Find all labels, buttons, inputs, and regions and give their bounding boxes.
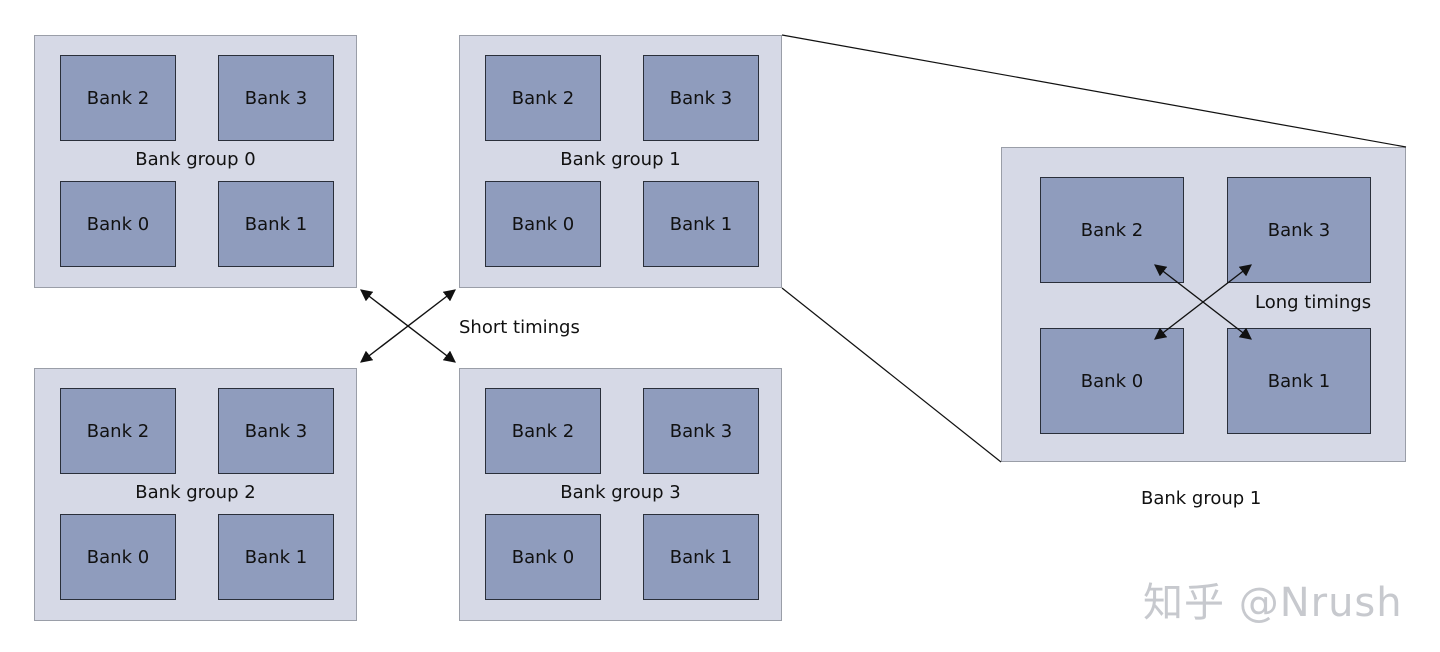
bank-0: Bank 0 (485, 181, 601, 267)
bank-3: Bank 3 (218, 388, 334, 474)
long-timings-label: Long timings (1255, 292, 1372, 313)
long-timing-arrow-b (1154, 264, 1252, 340)
bank-0: Bank 0 (485, 514, 601, 600)
bank-group-2: Bank 2 Bank 3 Bank group 2 Bank 0 Bank 1 (34, 368, 357, 621)
bank-group-3: Bank 2 Bank 3 Bank group 3 Bank 0 Bank 1 (459, 368, 782, 621)
bank-2: Bank 2 (485, 388, 601, 474)
watermark: 知乎 @Nrush (1143, 580, 1403, 626)
bank-group-label: Bank group 1 (560, 149, 681, 170)
detail-bank-0: Bank 0 (1040, 328, 1184, 434)
bank-2: Bank 2 (485, 55, 601, 141)
bank-1: Bank 1 (643, 514, 759, 600)
detail-caption: Bank group 1 (1141, 488, 1262, 509)
detail-bank-3: Bank 3 (1227, 177, 1371, 283)
bank-1: Bank 1 (218, 514, 334, 600)
bank-3: Bank 3 (643, 55, 759, 141)
short-timings-label: Short timings (459, 317, 580, 338)
bank-3: Bank 3 (218, 55, 334, 141)
bank-0: Bank 0 (60, 514, 176, 600)
bank-group-label: Bank group 3 (560, 482, 681, 503)
zoom-line-bottom (781, 287, 1002, 463)
bank-group-label: Bank group 0 (135, 149, 256, 170)
bank-2: Bank 2 (60, 388, 176, 474)
bank-2: Bank 2 (60, 55, 176, 141)
bank-group-1: Bank 2 Bank 3 Bank group 1 Bank 0 Bank 1 (459, 35, 782, 288)
detail-bank-2: Bank 2 (1040, 177, 1184, 283)
bank-1: Bank 1 (643, 181, 759, 267)
bank-0: Bank 0 (60, 181, 176, 267)
bank-group-label: Bank group 2 (135, 482, 256, 503)
bank-3: Bank 3 (643, 388, 759, 474)
bank-group-0: Bank 2 Bank 3 Bank group 0 Bank 0 Bank 1 (34, 35, 357, 288)
bank-1: Bank 1 (218, 181, 334, 267)
short-timing-arrow-b (360, 289, 456, 363)
zoom-line-top (781, 34, 1407, 148)
detail-bank-1: Bank 1 (1227, 328, 1371, 434)
